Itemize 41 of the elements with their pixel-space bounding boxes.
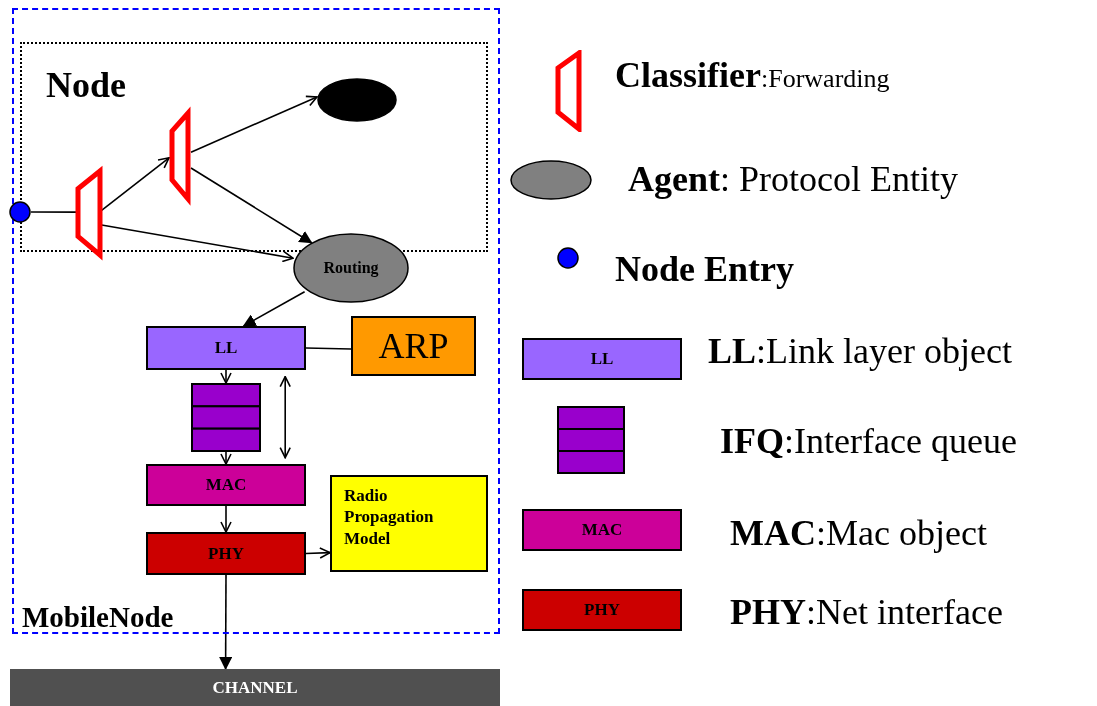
arrow: [279, 375, 291, 459]
legend-text: PHY:Net interface: [730, 591, 1003, 633]
channel-bar: [10, 669, 500, 706]
box-label: ARP: [377, 325, 450, 368]
arrow: [190, 95, 318, 154]
legend-text: Agent: Protocol Entity: [628, 158, 958, 200]
arrow: [219, 574, 233, 671]
box-label: PHY: [207, 542, 245, 565]
arrow: [220, 505, 232, 533]
arrow: [305, 547, 331, 559]
box-label: Radio Propagation Model: [344, 485, 435, 549]
classifier-trapezoid: [75, 168, 103, 258]
legend-text: LL:Link layer object: [708, 330, 1012, 372]
arp-box: [351, 316, 476, 376]
phy-box: [146, 532, 306, 575]
arrow: [220, 369, 232, 384]
arrow: [220, 451, 232, 465]
swatch-label: PHY: [583, 599, 621, 621]
box-label: CHANNEL: [211, 676, 299, 699]
mac-box: [146, 464, 306, 506]
box-label: LL: [213, 337, 239, 359]
legend-text: IFQ:Interface queue: [720, 420, 1017, 462]
arrow: [242, 291, 306, 327]
legend-text: Node Entry: [615, 248, 794, 290]
routing-agent-ellipse: [293, 233, 409, 303]
radio-model-box: [330, 475, 488, 572]
frame-title: MobileNode: [22, 603, 174, 632]
agent-ellipse: [317, 78, 397, 122]
swatch-label: MAC: [580, 519, 624, 541]
legend-text: Classifier:Forwarding: [615, 54, 890, 96]
box-label: MAC: [204, 474, 248, 496]
interface-queue: [191, 383, 261, 452]
legend-text: MAC:Mac object: [730, 512, 987, 554]
link-layer-box: [146, 326, 306, 370]
entry-dot: [9, 201, 31, 223]
mobile-node-frame: [12, 8, 500, 634]
arrow: [100, 157, 170, 212]
arrow: [190, 167, 313, 244]
box-label: Routing: [322, 258, 380, 279]
swatch-label: LL: [589, 348, 615, 370]
frame-title: Node: [46, 64, 126, 106]
